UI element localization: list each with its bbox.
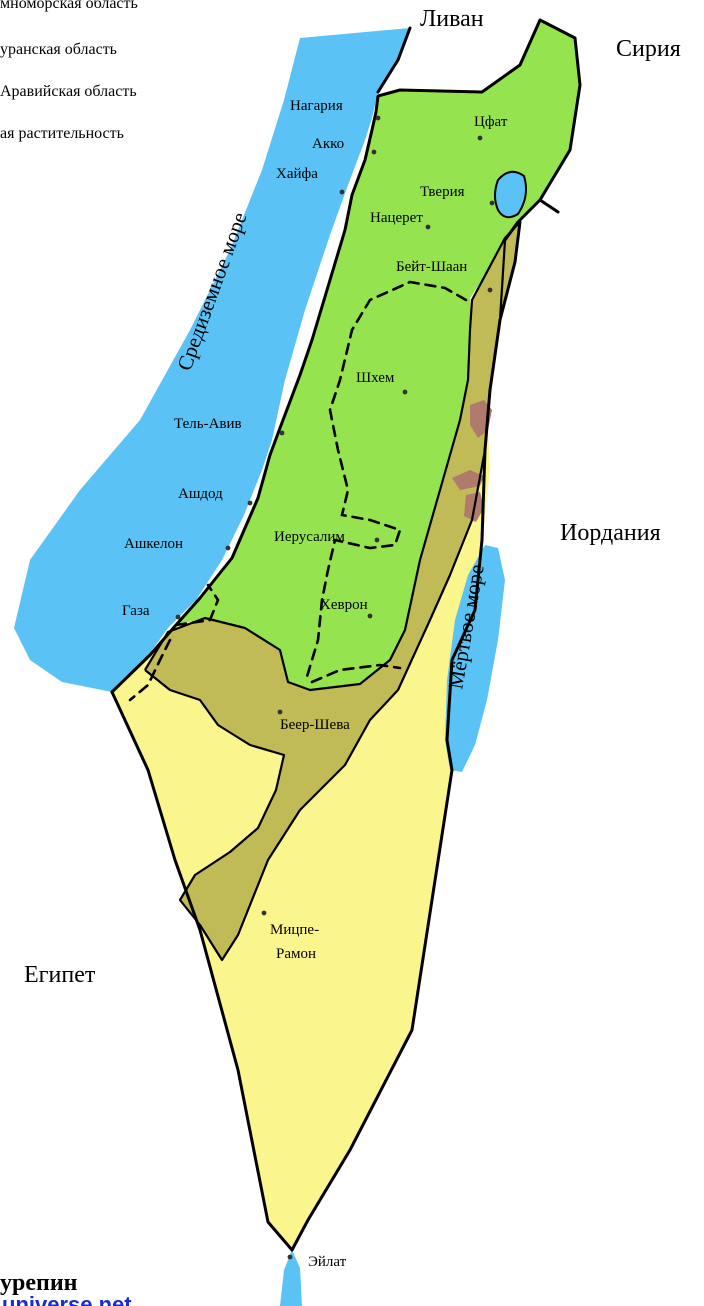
city-label-nazareth: Нацерет: [370, 210, 423, 226]
city-label-shechem: Шхем: [356, 370, 395, 386]
city-dot-jerusalem: [374, 537, 380, 543]
legend-mediterranean-zone: мноморская область: [0, 0, 138, 12]
city-label-haifa: Хайфа: [276, 166, 318, 182]
footer-link[interactable]: universe.net: [2, 1292, 132, 1306]
city-label-hebron: Хеврон: [320, 597, 368, 613]
city-label-jerusalem: Иерусалим: [274, 529, 345, 545]
city-label-akko: Акко: [312, 136, 344, 152]
legend-turanian-zone: уранская область: [0, 41, 117, 58]
mediterranean-zone-area: [176, 20, 580, 690]
mediterranean-sea-area: [14, 28, 410, 692]
turanian-zone-boundary-south: [144, 449, 487, 962]
city-dot-ashkelon: [225, 545, 231, 551]
city-dot-gaza: [175, 614, 181, 620]
country-label-jordan: Иордания: [560, 520, 661, 546]
city-dot-shechem: [402, 389, 408, 395]
golan-border: [538, 198, 560, 214]
city-dot-haifa: [339, 189, 345, 195]
city-dot-nahariya: [375, 115, 381, 121]
legend-arabian-zone: Аравийская область: [0, 83, 137, 100]
city-label-ashdod: Ашдод: [178, 486, 223, 502]
country-label-syria: Сирия: [616, 36, 681, 62]
lebanon-border: [376, 26, 412, 94]
country-label-lebanon: Ливан: [420, 6, 484, 32]
city-label-tiberias: Тверия: [420, 184, 465, 200]
city-dot-beit-shean: [487, 287, 493, 293]
sea-of-galilee: [494, 170, 527, 219]
city-dot-tel-aviv: [279, 430, 285, 436]
city-label-beer-sheva: Беер-Шева: [280, 717, 350, 733]
city-label-mitzpe-ramon-line1: Мицпе-: [270, 922, 319, 938]
city-dot-akko: [371, 149, 377, 155]
dead-sea-area: [445, 545, 505, 772]
city-label-tel-aviv: Тель-Авив: [174, 416, 242, 432]
city-dot-hebron: [367, 613, 373, 619]
country-label-egypt: Египет: [24, 962, 96, 988]
city-dot-mitzpe-ramon: [261, 910, 267, 916]
gaza-dashed-border: [128, 583, 220, 702]
city-dot-tiberias: [489, 200, 495, 206]
city-label-beit-shean: Бейт-Шаан: [396, 259, 467, 275]
city-label-tsfat: Цфат: [474, 114, 508, 130]
city-dot-nazareth: [425, 224, 431, 230]
turanian-zone-area: [145, 222, 520, 960]
city-dot-eilat: [287, 1254, 293, 1260]
city-label-eilat: Эйлат: [308, 1254, 347, 1270]
west-bank-dashed-border: [304, 280, 468, 684]
country-border: [110, 18, 582, 694]
city-label-ashkelon: Ашкелон: [124, 536, 183, 552]
turanian-zone-boundary: [488, 239, 507, 391]
city-dot-beer-sheva: [277, 709, 283, 715]
city-dot-ashdod: [247, 500, 253, 506]
city-dot-tsfat: [477, 135, 483, 141]
relict-vegetation-patch: [452, 470, 484, 490]
city-label-nahariya: Нагария: [290, 98, 343, 114]
city-label-mitzpe-ramon-line2: Рамон: [276, 946, 316, 962]
turanian-zone-boundary: [144, 221, 521, 692]
footer-author: урепин: [0, 1270, 78, 1296]
city-label-gaza: Газа: [122, 603, 150, 619]
legend-relict-vegetation: ая растительность: [0, 125, 124, 142]
western-border: [110, 690, 294, 1252]
gulf-of-eilat: [280, 1250, 302, 1306]
